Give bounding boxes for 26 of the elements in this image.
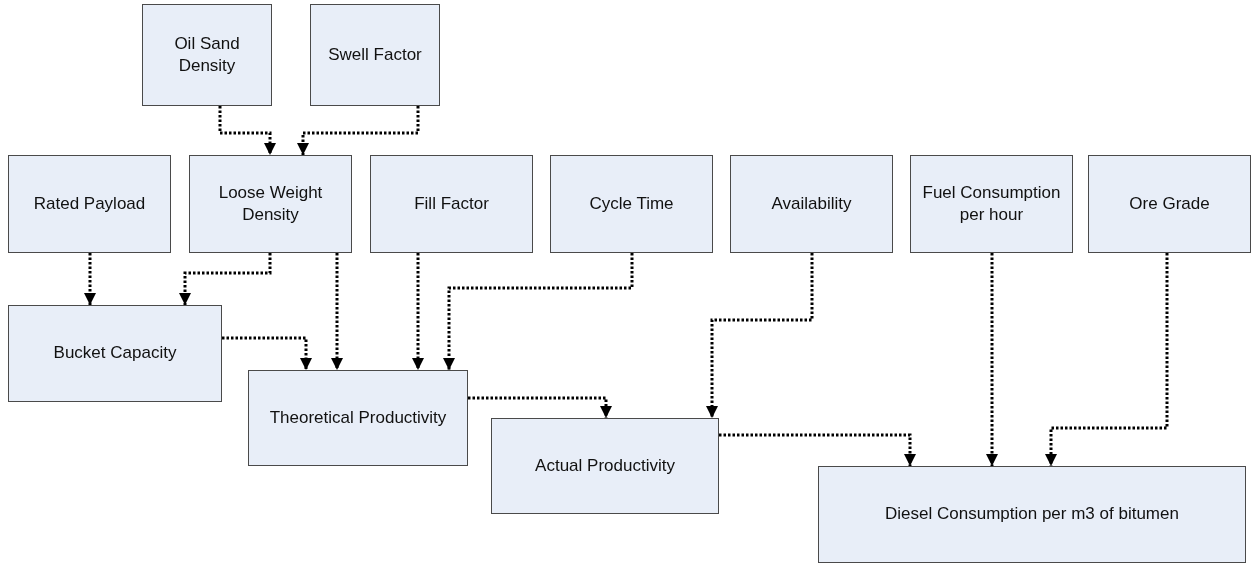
dotted-arrow <box>84 253 96 305</box>
process-box: Bucket Capacity <box>8 305 222 402</box>
dotted-arrow <box>719 433 916 466</box>
process-box: Diesel Consumption per m3 of bitumen <box>818 466 1246 563</box>
dotted-arrow <box>218 106 276 155</box>
dotted-arrow <box>706 253 814 418</box>
process-box: Theoretical Productivity <box>248 370 468 466</box>
process-box: Ore Grade <box>1088 155 1251 253</box>
process-box: Fuel Consumption per hour <box>910 155 1073 253</box>
dotted-arrow <box>412 253 424 370</box>
dotted-arrow <box>986 253 998 466</box>
process-box: Cycle Time <box>550 155 713 253</box>
dotted-arrow <box>331 253 343 370</box>
dotted-arrow <box>1045 253 1169 466</box>
process-box: Oil Sand Density <box>142 4 272 106</box>
process-box: Fill Factor <box>370 155 533 253</box>
dotted-arrow <box>222 336 312 370</box>
process-box: Swell Factor <box>310 4 440 106</box>
process-box: Actual Productivity <box>491 418 719 514</box>
dotted-arrow <box>443 253 634 370</box>
process-box: Availability <box>730 155 893 253</box>
process-box: Loose Weight Density <box>189 155 352 253</box>
dotted-arrow <box>468 396 612 418</box>
process-box: Rated Payload <box>8 155 171 253</box>
dotted-arrow <box>179 253 272 305</box>
dotted-arrow <box>297 106 420 155</box>
